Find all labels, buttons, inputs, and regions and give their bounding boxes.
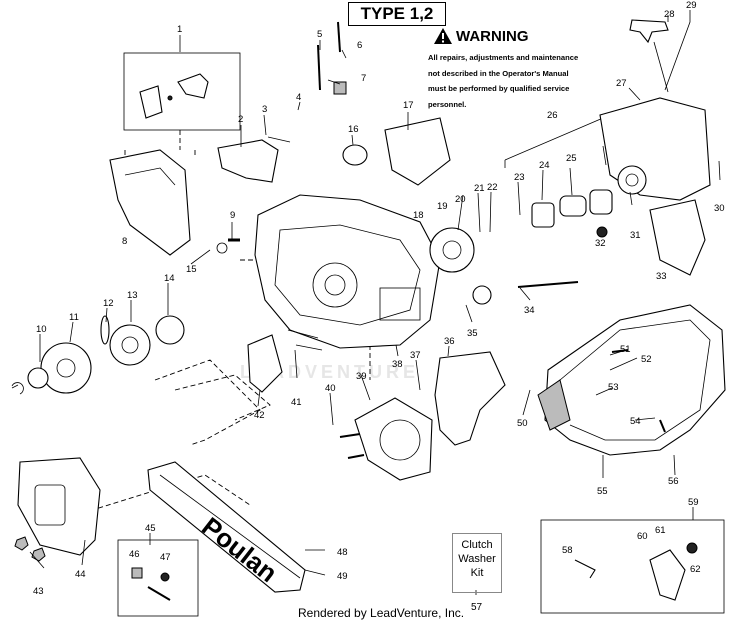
part-label-27: 27 [616, 78, 627, 89]
part-label-34: 34 [524, 305, 535, 316]
part-label-21: 21 [474, 183, 485, 194]
part-label-38: 38 [392, 359, 403, 370]
part-label-13: 13 [127, 290, 138, 301]
part-label-57: 57 [471, 602, 483, 613]
warning-line: not described in the Operator's Manual [428, 68, 569, 78]
part-label-31: 31 [630, 230, 641, 241]
part-label-19: 19 [437, 201, 448, 212]
part-label-23: 23 [514, 172, 525, 183]
clutch-washer-kit-box: Clutch Washer Kit [452, 533, 502, 593]
group-box-45 [117, 539, 199, 617]
part-label-45: 45 [145, 523, 156, 534]
part-label-50: 50 [517, 418, 528, 429]
warning-line: must be performed by qualified service [428, 84, 570, 93]
part-label-5: 5 [317, 29, 322, 40]
warning-line: All repairs, adjustments and maintenance [428, 53, 579, 62]
part-label-61: 61 [655, 525, 666, 536]
clutch-kit-line: Clutch [461, 539, 493, 551]
part-label-47: 47 [160, 552, 171, 563]
part-label-53: 53 [608, 382, 619, 393]
part-label-40: 40 [325, 383, 336, 394]
part-label-10: 10 [36, 324, 47, 335]
part-label-14: 14 [164, 273, 175, 284]
part-label-15: 15 [186, 264, 197, 275]
warning-text: All repairs, adjustments and maintenance… [428, 50, 590, 112]
part-label-46: 46 [129, 549, 140, 560]
part-label-32: 32 [595, 238, 606, 249]
watermark: LEADVENTURE [240, 362, 420, 382]
clutch-kit-line: Kit [470, 567, 484, 579]
part-label-41: 41 [291, 397, 302, 408]
part-label-9: 9 [230, 210, 235, 221]
part-label-36: 36 [444, 336, 455, 347]
part-label-17: 17 [403, 100, 414, 111]
part-label-29: 29 [686, 0, 697, 11]
part-label-43: 43 [33, 586, 44, 597]
part-label-20: 20 [455, 194, 466, 205]
part-label-3: 3 [262, 104, 267, 115]
group-box-1 [123, 52, 241, 131]
part-label-30: 30 [714, 203, 725, 214]
part-label-18: 18 [413, 210, 424, 221]
part-label-33: 33 [656, 271, 667, 282]
footer-credit: Rendered by LeadVenture, Inc. [298, 606, 465, 620]
warning-title: WARNING [456, 28, 529, 45]
part-label-37: 37 [410, 350, 421, 361]
part-label-39: 39 [356, 371, 367, 382]
part-label-7: 7 [361, 73, 366, 84]
group-box-59 [540, 519, 725, 614]
warning-icon [434, 28, 452, 44]
part-label-56: 56 [668, 476, 679, 487]
clutch-kit-line: Washer [458, 553, 496, 565]
part-label-25: 25 [566, 153, 577, 164]
part-label-48: 48 [337, 547, 348, 558]
part-label-8: 8 [122, 236, 127, 247]
part-label-35: 35 [467, 328, 478, 339]
part-label-42: 42 [254, 410, 265, 421]
part-label-59: 59 [688, 497, 699, 508]
part-label-2: 2 [238, 114, 243, 125]
part-label-28: 28 [664, 9, 675, 20]
engine-housing [254, 194, 441, 349]
part-label-60: 60 [637, 531, 648, 542]
part-label-11: 11 [69, 312, 79, 323]
type-label: TYPE 1,2 [348, 2, 446, 26]
part-label-51: 51 [620, 344, 631, 355]
part-label-55: 55 [597, 486, 608, 497]
guide-bar [147, 461, 306, 593]
part-label-16: 16 [348, 124, 359, 135]
part-label-62: 62 [690, 564, 701, 575]
leader-lines [11, 10, 721, 595]
warning-line: personnel. [428, 99, 467, 109]
part-label-4: 4 [296, 92, 301, 103]
part-label-26: 26 [547, 110, 558, 121]
part-label-58: 58 [562, 545, 573, 556]
part-label-44: 44 [75, 569, 86, 580]
part-label-6: 6 [357, 40, 362, 51]
part-label-54: 54 [630, 416, 641, 427]
part-label-1: 1 [177, 24, 182, 35]
part-label-12: 12 [103, 298, 114, 309]
part-label-49: 49 [337, 571, 348, 582]
part-label-22: 22 [487, 182, 498, 193]
part-label-52: 52 [641, 354, 652, 365]
part-label-24: 24 [539, 160, 550, 171]
